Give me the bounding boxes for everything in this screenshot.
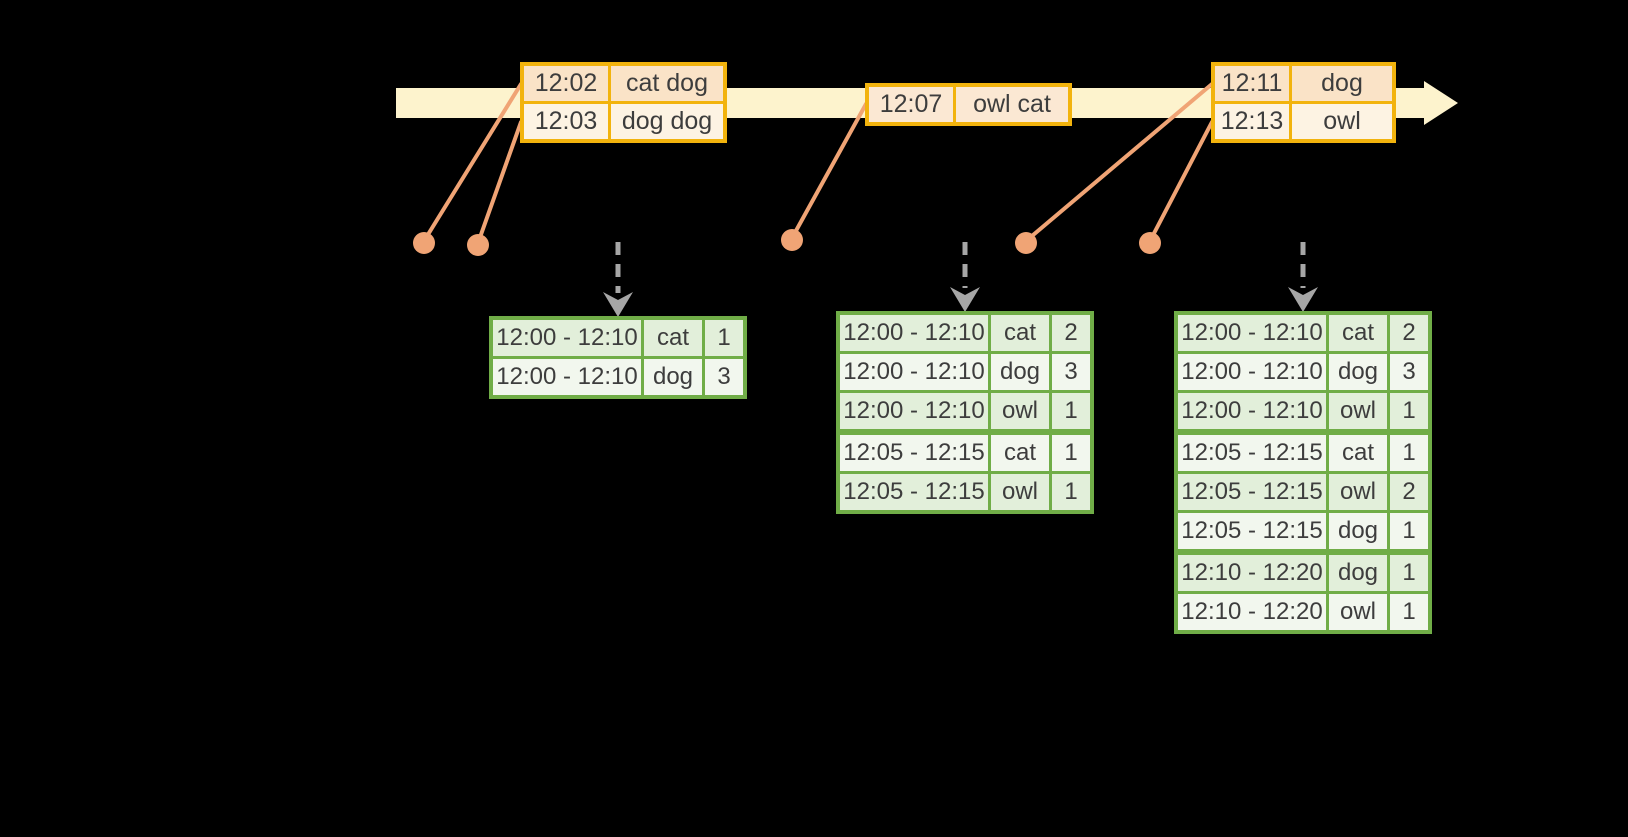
count-cell: 1 bbox=[1052, 474, 1090, 510]
result-row: 12:00 - 12:10 dog 3 bbox=[1178, 354, 1428, 390]
word-cell: cat bbox=[1329, 435, 1387, 471]
result-row: 12:00 - 12:10 owl 1 bbox=[840, 393, 1090, 429]
window-cell: 12:00 - 12:10 bbox=[840, 393, 988, 429]
count-cell: 2 bbox=[1390, 474, 1428, 510]
result-row: 12:10 - 12:20 dog 1 bbox=[1178, 555, 1428, 591]
window-cell: 12:05 - 12:15 bbox=[1178, 513, 1326, 549]
count-cell: 1 bbox=[1390, 513, 1428, 549]
down-arrowhead-icon-2 bbox=[950, 287, 980, 312]
word-cell: dog bbox=[991, 354, 1049, 390]
word-cell: owl bbox=[1329, 393, 1387, 429]
event-dot-icon-3 bbox=[781, 229, 803, 251]
connector-line-5 bbox=[1148, 120, 1214, 243]
word-cell: owl bbox=[991, 474, 1049, 510]
result-table-1: 12:00 - 12:10 cat 1 12:00 - 12:10 dog 3 bbox=[489, 316, 747, 399]
count-cell: 1 bbox=[1390, 594, 1428, 630]
count-cell: 2 bbox=[1052, 315, 1090, 351]
window-cell: 12:00 - 12:10 bbox=[1178, 393, 1326, 429]
down-arrowhead-icon-3 bbox=[1288, 287, 1318, 312]
count-cell: 1 bbox=[1390, 435, 1428, 471]
window-cell: 12:00 - 12:10 bbox=[493, 320, 641, 356]
event-row: 12:03 dog dog bbox=[524, 104, 723, 139]
word-cell: owl bbox=[991, 393, 1049, 429]
word-cell: cat bbox=[1329, 315, 1387, 351]
word-cell: dog bbox=[1329, 354, 1387, 390]
count-cell: 3 bbox=[705, 359, 743, 395]
event-words-cell: cat dog bbox=[611, 66, 723, 101]
word-cell: cat bbox=[644, 320, 702, 356]
event-words-cell: dog dog bbox=[611, 104, 723, 139]
window-cell: 12:05 - 12:15 bbox=[1178, 474, 1326, 510]
word-cell: dog bbox=[644, 359, 702, 395]
result-row: 12:00 - 12:10 cat 2 bbox=[1178, 315, 1428, 351]
count-cell: 3 bbox=[1052, 354, 1090, 390]
window-cell: 12:05 - 12:15 bbox=[1178, 435, 1326, 471]
down-arrowhead-icon-1 bbox=[603, 292, 633, 317]
event-table-3: 12:11 dog 12:13 owl bbox=[1211, 62, 1396, 143]
event-dot-icon-1 bbox=[413, 232, 435, 254]
event-table-2: 12:07 owl cat bbox=[865, 83, 1072, 126]
window-cell: 12:00 - 12:10 bbox=[1178, 354, 1326, 390]
connector-line-1 bbox=[422, 82, 523, 243]
event-time-cell: 12:02 bbox=[524, 66, 608, 101]
event-time-cell: 12:13 bbox=[1215, 104, 1289, 139]
result-row: 12:10 - 12:20 owl 1 bbox=[1178, 594, 1428, 630]
result-row: 12:00 - 12:10 dog 3 bbox=[840, 354, 1090, 390]
count-cell: 1 bbox=[1390, 393, 1428, 429]
count-cell: 2 bbox=[1390, 315, 1428, 351]
connector-line-4 bbox=[1024, 82, 1214, 243]
event-row: 12:13 owl bbox=[1215, 104, 1392, 139]
word-cell: dog bbox=[1329, 555, 1387, 591]
window-cell: 12:00 - 12:10 bbox=[840, 315, 988, 351]
event-time-cell: 12:11 bbox=[1215, 66, 1289, 101]
count-cell: 1 bbox=[1052, 393, 1090, 429]
event-time-cell: 12:03 bbox=[524, 104, 608, 139]
window-cell: 12:00 - 12:10 bbox=[493, 359, 641, 395]
window-cell: 12:05 - 12:15 bbox=[840, 474, 988, 510]
word-cell: cat bbox=[991, 315, 1049, 351]
event-row: 12:02 cat dog bbox=[524, 66, 723, 101]
result-row: 12:00 - 12:10 cat 1 bbox=[493, 320, 743, 356]
window-cell: 12:10 - 12:20 bbox=[1178, 555, 1326, 591]
result-table-2: 12:00 - 12:10 cat 2 12:00 - 12:10 dog 3 … bbox=[836, 311, 1094, 514]
result-row: 12:00 - 12:10 owl 1 bbox=[1178, 393, 1428, 429]
timeline-arrowhead-icon bbox=[1424, 81, 1458, 125]
event-words-cell: owl bbox=[1292, 104, 1392, 139]
event-row: 12:11 dog bbox=[1215, 66, 1392, 101]
event-time-cell: 12:07 bbox=[869, 87, 953, 122]
window-cell: 12:00 - 12:10 bbox=[1178, 315, 1326, 351]
event-words-cell: dog bbox=[1292, 66, 1392, 101]
result-row: 12:05 - 12:15 cat 1 bbox=[840, 435, 1090, 471]
window-cell: 12:05 - 12:15 bbox=[840, 435, 988, 471]
result-row: 12:00 - 12:10 cat 2 bbox=[840, 315, 1090, 351]
count-cell: 3 bbox=[1390, 354, 1428, 390]
connector-line-2 bbox=[476, 120, 523, 245]
result-table-3: 12:00 - 12:10 cat 2 12:00 - 12:10 dog 3 … bbox=[1174, 311, 1432, 634]
result-row: 12:00 - 12:10 dog 3 bbox=[493, 359, 743, 395]
word-cell: dog bbox=[1329, 513, 1387, 549]
event-dot-icon-4 bbox=[1015, 232, 1037, 254]
result-row: 12:05 - 12:15 owl 2 bbox=[1178, 474, 1428, 510]
word-cell: cat bbox=[991, 435, 1049, 471]
connector-line-3 bbox=[790, 102, 868, 240]
event-words-cell: owl cat bbox=[956, 87, 1068, 122]
event-table-1: 12:02 cat dog 12:03 dog dog bbox=[520, 62, 727, 143]
count-cell: 1 bbox=[1052, 435, 1090, 471]
word-cell: owl bbox=[1329, 474, 1387, 510]
result-row: 12:05 - 12:15 dog 1 bbox=[1178, 513, 1428, 549]
result-row: 12:05 - 12:15 owl 1 bbox=[840, 474, 1090, 510]
result-row: 12:05 - 12:15 cat 1 bbox=[1178, 435, 1428, 471]
event-dot-icon-5 bbox=[1139, 232, 1161, 254]
window-cell: 12:10 - 12:20 bbox=[1178, 594, 1326, 630]
event-dot-icon-2 bbox=[467, 234, 489, 256]
count-cell: 1 bbox=[705, 320, 743, 356]
word-cell: owl bbox=[1329, 594, 1387, 630]
event-row: 12:07 owl cat bbox=[869, 87, 1068, 122]
window-cell: 12:00 - 12:10 bbox=[840, 354, 988, 390]
count-cell: 1 bbox=[1390, 555, 1428, 591]
